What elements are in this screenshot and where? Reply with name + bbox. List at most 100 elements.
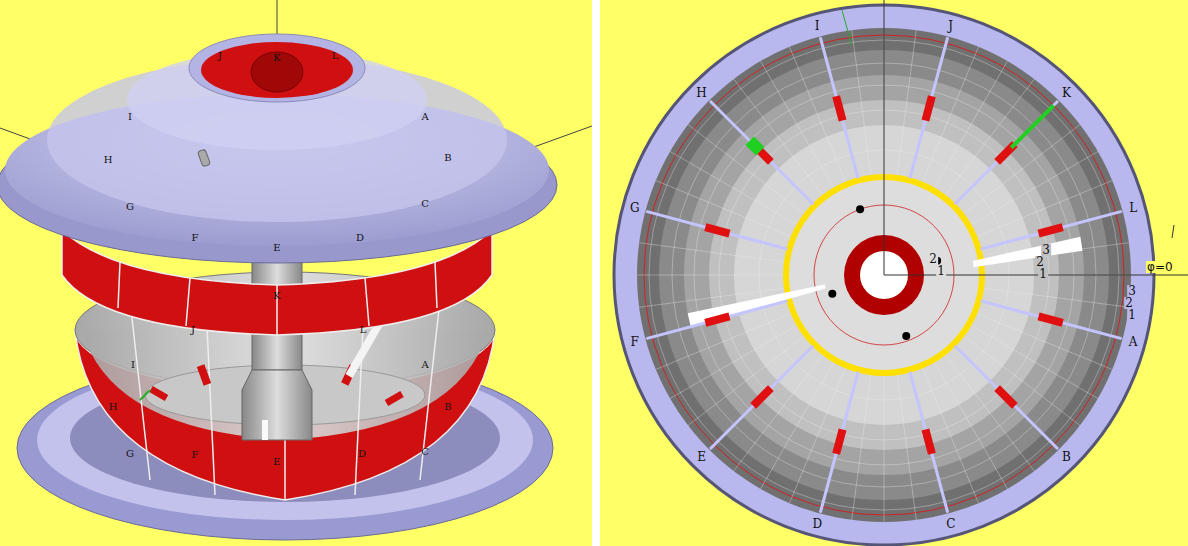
sector-letter: B bbox=[443, 153, 452, 163]
drawing-part bbox=[656, 313, 792, 369]
drawing-part bbox=[955, 100, 1059, 204]
drawing-part bbox=[910, 36, 948, 178]
phi-axis bbox=[884, 275, 1188, 276]
drawing-part bbox=[670, 325, 797, 399]
module-mark bbox=[997, 388, 1015, 406]
sector-spoke bbox=[910, 372, 948, 513]
sector-spoke bbox=[955, 346, 1058, 449]
drawing-part bbox=[709, 346, 813, 450]
drawing-part bbox=[971, 152, 1098, 226]
track-highlight bbox=[1011, 105, 1053, 147]
sector-letter: G bbox=[125, 202, 135, 212]
sector-spoke bbox=[820, 37, 858, 178]
module-mark bbox=[836, 430, 842, 454]
sector-letter: J bbox=[190, 325, 196, 335]
layer-number: 1 bbox=[936, 265, 946, 277]
sector-letter: F bbox=[630, 336, 640, 348]
drawing-part bbox=[976, 180, 1112, 236]
sector-letter: E bbox=[696, 451, 707, 463]
module-mark bbox=[705, 316, 729, 322]
sector-letter: C bbox=[420, 199, 430, 209]
drawing-part bbox=[897, 374, 916, 520]
drawing-part bbox=[820, 36, 858, 178]
drawing-part bbox=[934, 61, 1008, 188]
sector-spoke bbox=[710, 101, 813, 204]
sector-spoke bbox=[646, 301, 787, 339]
sector-letter: F bbox=[191, 450, 200, 460]
layer-number: 2 bbox=[1124, 297, 1134, 309]
drawing-part bbox=[897, 30, 916, 176]
marker-dot bbox=[856, 205, 864, 213]
layer-number: 3 bbox=[1127, 285, 1137, 297]
sector-letter: L bbox=[359, 325, 368, 335]
layer-number: 3 bbox=[1041, 244, 1051, 256]
module-mark bbox=[753, 388, 771, 406]
layer-number: 2 bbox=[1035, 256, 1045, 268]
sector-letter: I bbox=[814, 20, 821, 32]
track-line bbox=[842, 10, 852, 45]
layer-number: 2 bbox=[928, 253, 938, 265]
drawing-part bbox=[789, 367, 845, 503]
sector-letter: A bbox=[420, 112, 429, 122]
sector-spoke bbox=[955, 101, 1058, 204]
sector-spoke bbox=[646, 211, 787, 249]
sector-letter: L bbox=[1128, 202, 1138, 214]
track-highlight bbox=[750, 141, 761, 152]
sector-letter: G bbox=[629, 202, 641, 214]
sector-letter: E bbox=[272, 243, 281, 253]
drawing-part bbox=[820, 372, 858, 514]
module-mark bbox=[836, 96, 842, 120]
axis-label: φ=0 bbox=[1146, 261, 1174, 273]
module-mark bbox=[1039, 227, 1063, 233]
drawing-part bbox=[852, 374, 871, 520]
sector-spoke bbox=[710, 346, 813, 449]
sector-spoke bbox=[981, 211, 1122, 249]
sector-spoke bbox=[820, 372, 858, 513]
drawing-part bbox=[645, 211, 787, 249]
layer-number: 1 bbox=[1127, 309, 1137, 321]
sector-letter: A bbox=[1128, 336, 1139, 348]
sector-letter: C bbox=[420, 447, 430, 457]
drawing-part bbox=[910, 372, 948, 514]
sector-letter: I bbox=[127, 112, 133, 122]
sector-spoke bbox=[981, 301, 1122, 339]
drawing-part bbox=[981, 301, 1123, 339]
gap-slit bbox=[973, 237, 1083, 267]
drawing-part bbox=[761, 362, 835, 489]
layer-number: 1 bbox=[1038, 268, 1048, 280]
gap-slit bbox=[688, 284, 826, 326]
sector-letter: D bbox=[811, 518, 823, 530]
sector-letter: C bbox=[945, 518, 956, 530]
drawing-part bbox=[983, 288, 1129, 307]
sector-letter: K bbox=[272, 291, 281, 301]
sector-letter: H bbox=[108, 402, 119, 412]
sector-letter: B bbox=[443, 402, 452, 412]
module-mark bbox=[925, 96, 931, 120]
sector-letter: I bbox=[130, 360, 136, 370]
drawing-part bbox=[645, 301, 787, 339]
sector-letter: F bbox=[191, 233, 200, 243]
drawing-part bbox=[637, 275, 784, 276]
sector-letter: D bbox=[357, 449, 367, 459]
drawing-part bbox=[789, 47, 845, 183]
drawing-part bbox=[934, 362, 1008, 489]
module-mark bbox=[925, 430, 931, 454]
sector-letter: D bbox=[355, 233, 365, 243]
sector-letter: K bbox=[1061, 87, 1072, 99]
sector-letter: H bbox=[103, 155, 114, 165]
vertical-axis bbox=[884, 0, 885, 275]
drawing-part bbox=[922, 47, 978, 183]
drawing-part bbox=[922, 367, 978, 503]
sector-letter: J bbox=[947, 20, 954, 32]
marker-dot bbox=[828, 290, 836, 298]
sector-letter: K bbox=[272, 53, 281, 63]
drawing-part bbox=[852, 30, 871, 176]
sector-spoke bbox=[910, 37, 948, 178]
drawing-part bbox=[639, 243, 785, 262]
drawing-part bbox=[670, 152, 797, 226]
sector-letter: G bbox=[125, 449, 135, 459]
drawing-part bbox=[761, 61, 835, 188]
drawing-part bbox=[971, 325, 1098, 399]
